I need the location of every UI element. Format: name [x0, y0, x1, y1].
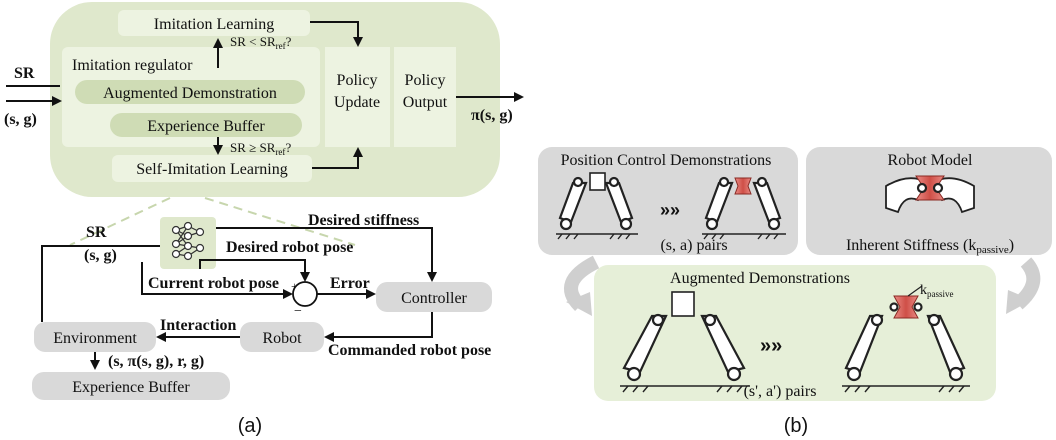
sa-pairs-label: (s, a) pairs: [660, 237, 727, 254]
experience-buffer-pill: [110, 113, 302, 137]
desired-robot-pose-label: Desired robot pose: [226, 239, 353, 256]
curved-arrow-left-head: [566, 292, 592, 316]
position-control-title: Position Control Demonstrations: [561, 152, 772, 169]
curved-arrow-right-head: [1006, 290, 1032, 314]
neural-network-icon: [171, 221, 205, 261]
imitation-learning-label: Imitation Learning: [154, 16, 274, 33]
line-desired-pose: [199, 259, 310, 282]
controller-label: Controller: [401, 290, 467, 307]
desired-stiffness-label: Desired stiffness: [308, 212, 419, 229]
sr-greater-equal-label: SR ≥ SRref?: [230, 140, 291, 157]
panel-b: Position Control Demonstrations Robot Mo…: [538, 147, 1052, 437]
interaction-label: Interaction: [160, 317, 237, 334]
policy-update-label-2: Update: [334, 94, 380, 111]
plus-sign: +: [291, 279, 298, 293]
robot-model-title: Robot Model: [888, 152, 973, 169]
robot-box: [240, 322, 324, 352]
k-passive-label: kpassive: [920, 283, 954, 299]
policy-output-label-2: Output: [403, 94, 448, 111]
sr-lower-label: SR: [86, 224, 107, 241]
minus-sign: −: [294, 304, 302, 319]
imitation-learning-box: [118, 10, 310, 36]
policy-update-box: [325, 47, 390, 147]
robot-model-icon: [885, 175, 975, 214]
zoom-line-right: [204, 197, 356, 246]
imitation-regulator-label: Imitation regulator: [72, 57, 193, 74]
augmented-demonstration-label: Augmented Demonstration: [103, 85, 277, 102]
sr-less-than-label: SR < SRref?: [230, 34, 292, 51]
arrow-sil-to-update: [312, 147, 363, 169]
line-env-feedback: [41, 245, 160, 322]
summing-junction: [292, 281, 318, 307]
caption-a: (a): [238, 415, 262, 437]
error-label: Error: [330, 275, 370, 292]
self-imitation-learning-label: Self-Imitation Learning: [136, 161, 288, 178]
transition-label: (s, π(s, g), r, g): [108, 353, 204, 370]
arrow-il-to-update: [310, 21, 363, 47]
experience-buffer-label: Experience Buffer: [147, 118, 265, 135]
experience-buffer-bottom-label: Experience Buffer: [72, 379, 190, 396]
panel-a: Imitation Learning SR < SRref? Imitation…: [4, 2, 524, 437]
augmented-demonstrations-title: Augmented Demonstrations: [670, 270, 850, 287]
experience-buffer-bottom-box: [32, 372, 230, 400]
chevrons-icon-1: »»: [660, 200, 680, 220]
current-robot-pose-label: Current robot pose: [148, 275, 279, 292]
gripper-icon-aug-2: [842, 285, 970, 393]
line-controller-to-robot: [324, 312, 433, 342]
inherent-stiffness-label: Inherent Stiffness (kpassive): [846, 237, 1014, 256]
environment-box: [34, 322, 156, 352]
caption-b: (b): [784, 415, 808, 437]
output-pi-label: π(s, g): [471, 107, 513, 124]
gripper-icon-aug-1: [620, 291, 750, 393]
augmented-demonstration-pill: [75, 80, 305, 104]
gripper-icon-pc-1: [556, 172, 638, 240]
input-sr-label: SR: [14, 65, 35, 82]
policy-output-label-1: Policy: [405, 72, 446, 89]
controller-box: [376, 282, 492, 312]
zoom-line-left: [69, 197, 171, 246]
commanded-robot-pose-label: Commanded robot pose: [328, 342, 491, 359]
policy-update-label-1: Policy: [337, 72, 378, 89]
robot-model-panel: [806, 147, 1052, 255]
line-nn-to-controller: [216, 227, 437, 282]
environment-label: Environment: [53, 330, 137, 347]
chevrons-icon-2: »»: [760, 335, 782, 357]
robot-label: Robot: [262, 330, 302, 347]
self-imitation-box: [112, 155, 312, 182]
line-current-pose: [141, 262, 293, 299]
policy-output-box: [394, 47, 456, 147]
gripper-icon-pc-2: [702, 176, 786, 240]
sg-lower-label: (s, g): [84, 247, 117, 264]
input-sg-label: (s, g): [4, 111, 37, 128]
sa-prime-pairs-label: (s', a') pairs: [744, 383, 817, 400]
